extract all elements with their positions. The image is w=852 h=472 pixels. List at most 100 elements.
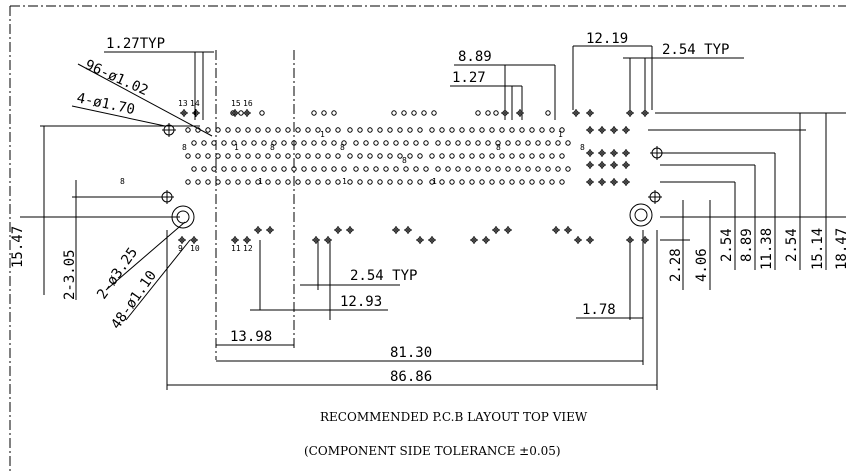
pad (357, 127, 363, 133)
pad (465, 166, 471, 172)
pad (331, 166, 337, 172)
dimension-labels: 1.27TYP 96-ø1.02 4-ø1.70 8.89 1.27 12.19… (10, 31, 850, 385)
pad (525, 166, 531, 172)
pad (377, 127, 383, 133)
pad (429, 179, 435, 185)
pad (205, 153, 211, 159)
pad (387, 179, 393, 185)
pad (387, 153, 393, 159)
pad (185, 127, 191, 133)
pad (515, 140, 521, 146)
pad (259, 110, 265, 116)
pad (407, 179, 413, 185)
pad (331, 110, 337, 116)
pin-label-8e: 8 (496, 143, 501, 152)
pad (417, 153, 423, 159)
pad (195, 179, 201, 185)
pin-label-1c: 1 (320, 130, 325, 139)
pad (311, 110, 317, 116)
pad (459, 153, 465, 159)
pad (519, 179, 525, 185)
pad (311, 166, 317, 172)
pad (435, 166, 441, 172)
pad (417, 179, 423, 185)
pad (363, 140, 369, 146)
pin-label-1f: 1 (558, 130, 563, 139)
pad (407, 153, 413, 159)
pin-label-16: 16 (243, 99, 253, 108)
pad (373, 140, 379, 146)
pin-label-8g: 8 (120, 177, 125, 186)
pad (301, 140, 307, 146)
pad (403, 166, 409, 172)
dim-86-86: 86.86 (390, 369, 432, 385)
pad (191, 140, 197, 146)
pin-label-8d: 8 (402, 156, 407, 165)
pad (347, 153, 353, 159)
pad (285, 179, 291, 185)
pad (255, 153, 261, 159)
pad (245, 179, 251, 185)
pad (383, 166, 389, 172)
pad (529, 153, 535, 159)
pad (459, 179, 465, 185)
pad (225, 127, 231, 133)
pad (301, 166, 307, 172)
pad (539, 153, 545, 159)
pad (363, 166, 369, 172)
pin-label-11: 11 (231, 244, 241, 253)
pad (499, 127, 505, 133)
pad (479, 127, 485, 133)
pad (321, 140, 327, 146)
pad (281, 140, 287, 146)
pad (205, 127, 211, 133)
pad (545, 166, 551, 172)
pad (275, 153, 281, 159)
pin-label-10: 10 (190, 244, 200, 253)
pad (335, 153, 341, 159)
pad (539, 127, 545, 133)
pad (251, 166, 257, 172)
pad (291, 166, 297, 172)
pad (455, 140, 461, 146)
pad (465, 140, 471, 146)
dim-2-3-05: 2-3.05 (62, 249, 78, 300)
dim-2-28: 2.28 (668, 248, 684, 282)
pad (321, 110, 327, 116)
pad (495, 140, 501, 146)
pad (439, 153, 445, 159)
pad (475, 140, 481, 146)
pad (215, 127, 221, 133)
pad (191, 166, 197, 172)
pad (305, 179, 311, 185)
dim-4-06: 4.06 (694, 248, 710, 282)
pad (275, 127, 281, 133)
pad (195, 153, 201, 159)
pin-label-1a: 1 (234, 143, 239, 152)
pin-label-1b: 1 (258, 177, 263, 186)
pad (221, 166, 227, 172)
dim-1-78: 1.78 (582, 302, 616, 318)
pad (489, 179, 495, 185)
pad (519, 127, 525, 133)
pad (515, 166, 521, 172)
pad (335, 179, 341, 185)
pad-array (178, 109, 649, 244)
pad (281, 166, 287, 172)
pad (485, 140, 491, 146)
pin-label-8c: 8 (340, 143, 345, 152)
pad (205, 179, 211, 185)
dim-81-30: 81.30 (390, 345, 432, 361)
pad (261, 140, 267, 146)
pad (235, 127, 241, 133)
pad (251, 140, 257, 146)
pad (367, 179, 373, 185)
pad (397, 179, 403, 185)
pad (341, 140, 347, 146)
pad (475, 110, 481, 116)
pad (335, 127, 341, 133)
pad (261, 166, 267, 172)
pad (545, 140, 551, 146)
pad (429, 127, 435, 133)
pad (449, 179, 455, 185)
